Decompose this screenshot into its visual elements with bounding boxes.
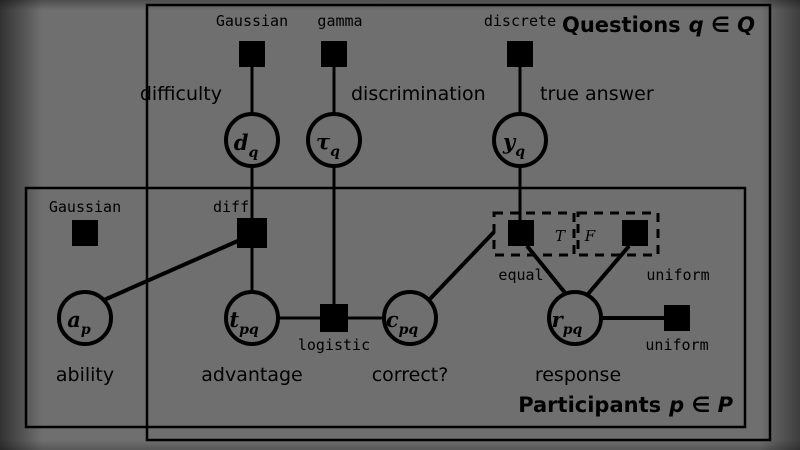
factor-uniform-r[interactable]	[664, 305, 690, 331]
caption-ability: ability	[56, 364, 114, 386]
node-y-q[interactable]: yq	[492, 112, 548, 168]
edge-c-gate	[426, 230, 496, 303]
gate-true-label: T	[555, 227, 566, 245]
factor-label-equal-r: equal	[498, 266, 543, 284]
factor-label-gaussian-a: Gaussian	[49, 198, 121, 216]
factor-label-uniform-r: uniform	[645, 336, 708, 354]
factor-label-logistic-c: logistic	[298, 336, 370, 354]
node-t-pq[interactable]: tpq	[224, 290, 280, 346]
factor-label-gaussian-d: Gaussian	[216, 12, 288, 30]
factor-label-diff-t: diff	[213, 198, 249, 216]
factor-label-discrete-y: discrete	[484, 12, 556, 30]
factor-gaussian-a[interactable]	[72, 220, 98, 246]
caption-advantage: advantage	[201, 364, 302, 386]
factor-equal-r[interactable]	[508, 220, 534, 246]
factor-gamma-tau[interactable]	[321, 41, 347, 67]
factor-logistic-c[interactable]	[320, 304, 348, 332]
node-c-pq[interactable]: cpq	[382, 290, 438, 346]
annotation-true-answer: true answer	[540, 83, 654, 105]
gate-false-label: F	[584, 227, 596, 245]
factor-uniform-gate[interactable]	[622, 220, 648, 246]
edge-uniform-r	[586, 244, 631, 296]
factor-discrete-y[interactable]	[507, 41, 533, 67]
annotation-difficulty: difficulty	[140, 83, 222, 105]
node-d-q[interactable]: dq	[224, 112, 280, 168]
caption-response: response	[535, 364, 621, 386]
node-tau-q[interactable]: τq	[306, 112, 362, 168]
node-r-pq[interactable]: rpq	[547, 290, 603, 346]
edge-a-diff	[103, 238, 241, 302]
node-a-p[interactable]: ap	[57, 290, 113, 346]
factor-gaussian-d[interactable]	[239, 41, 265, 67]
factor-label-uniform-gate: uniform	[646, 266, 709, 284]
factor-diff-t[interactable]	[237, 218, 267, 248]
annotation-discrimination: discrimination	[351, 83, 486, 105]
caption-correct: correct?	[372, 364, 449, 386]
factor-label-gamma-tau: gamma	[317, 12, 362, 30]
